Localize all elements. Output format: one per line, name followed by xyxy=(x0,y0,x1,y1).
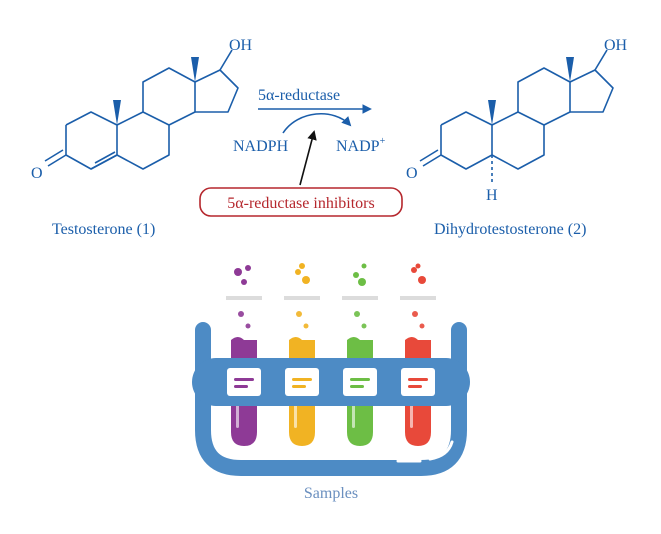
dht-o-label: O xyxy=(406,165,418,182)
cofactor-in-label: NADPH xyxy=(233,138,289,155)
bubble xyxy=(241,279,247,285)
test-tube-3 xyxy=(342,263,378,446)
test-tube-rack xyxy=(192,263,470,476)
tube-liquid-surface xyxy=(289,337,315,343)
tube-label-line xyxy=(234,385,248,388)
tube-glass xyxy=(231,300,257,340)
bubble xyxy=(418,276,426,284)
inhibitor-box xyxy=(199,187,403,217)
testosterone-oh-label: OH xyxy=(229,37,253,54)
bubble xyxy=(245,323,251,329)
bubble xyxy=(245,265,251,271)
bubble xyxy=(361,263,367,269)
tube-label-line xyxy=(350,378,370,381)
bubble xyxy=(303,323,309,329)
tube-glass xyxy=(289,300,315,340)
testosterone-o-label: O xyxy=(31,165,43,182)
enzyme-label: 5α-reductase xyxy=(258,87,340,104)
bubble xyxy=(354,311,360,317)
rack-crossbar xyxy=(192,358,470,406)
bubble xyxy=(358,278,366,286)
tube-label-line xyxy=(292,385,306,388)
test-tube-2 xyxy=(284,263,320,446)
methyl-wedge-c13 xyxy=(191,57,199,82)
inhibition-arrow xyxy=(299,130,317,186)
bubble xyxy=(299,263,305,269)
tube-label-line xyxy=(234,378,254,381)
bubble xyxy=(234,268,242,276)
tube-rim xyxy=(400,296,436,300)
methyl-wedge-c10 xyxy=(113,100,121,125)
bubble xyxy=(238,311,244,317)
testosterone-structure xyxy=(44,49,239,170)
bubble xyxy=(419,323,425,329)
tube-liquid-surface xyxy=(231,337,257,343)
tube-glass xyxy=(405,300,431,340)
tube-label-line xyxy=(408,378,428,381)
dht-oh-label: OH xyxy=(604,37,628,54)
tube-label-line xyxy=(408,385,422,388)
cofactor-out-text: NADP xyxy=(336,138,380,155)
dht-name: Dihydrotestosterone (2) xyxy=(434,221,586,238)
bubble xyxy=(415,263,421,269)
tube-highlight xyxy=(294,400,297,428)
cofactor-out-superscript: + xyxy=(380,136,386,147)
tube-liquid-surface xyxy=(405,337,431,343)
bubble xyxy=(302,276,310,284)
cofactor-curve-arrow xyxy=(282,113,352,134)
tube-window xyxy=(289,368,315,396)
tube-window xyxy=(405,368,431,396)
tube-highlight xyxy=(410,400,413,428)
samples-caption: Samples xyxy=(304,485,358,502)
rack-frame xyxy=(195,322,467,476)
tube-glass xyxy=(347,300,373,340)
dihydrotestosterone-structure xyxy=(419,49,614,170)
tube-rim xyxy=(284,296,320,300)
bubble xyxy=(411,267,417,273)
testosterone-name: Testosterone (1) xyxy=(52,221,155,238)
rack-highlight xyxy=(428,440,454,461)
test-tube-1 xyxy=(226,265,262,446)
tube-rim xyxy=(226,296,262,300)
tube-window xyxy=(347,368,373,396)
bubble xyxy=(361,323,367,329)
bubble xyxy=(412,311,418,317)
tube-highlight xyxy=(352,400,355,428)
methyl-wedge-c13-product xyxy=(566,57,574,82)
test-tube-4 xyxy=(400,263,436,446)
dht-h-label: H xyxy=(486,187,498,204)
tube-label-line xyxy=(292,378,312,381)
tube-rim xyxy=(342,296,378,300)
bubble xyxy=(295,269,301,275)
tube-window xyxy=(231,368,257,396)
tube-label-line xyxy=(350,385,364,388)
tube-liquid-surface xyxy=(347,337,373,343)
inhibitor-label: 5α-reductase inhibitors xyxy=(227,195,374,212)
tube-highlight xyxy=(236,400,239,428)
bubble xyxy=(296,311,302,317)
cofactor-out-label: NADP+ xyxy=(336,136,386,155)
bubble xyxy=(353,272,359,278)
methyl-wedge-c10-product xyxy=(488,100,496,125)
